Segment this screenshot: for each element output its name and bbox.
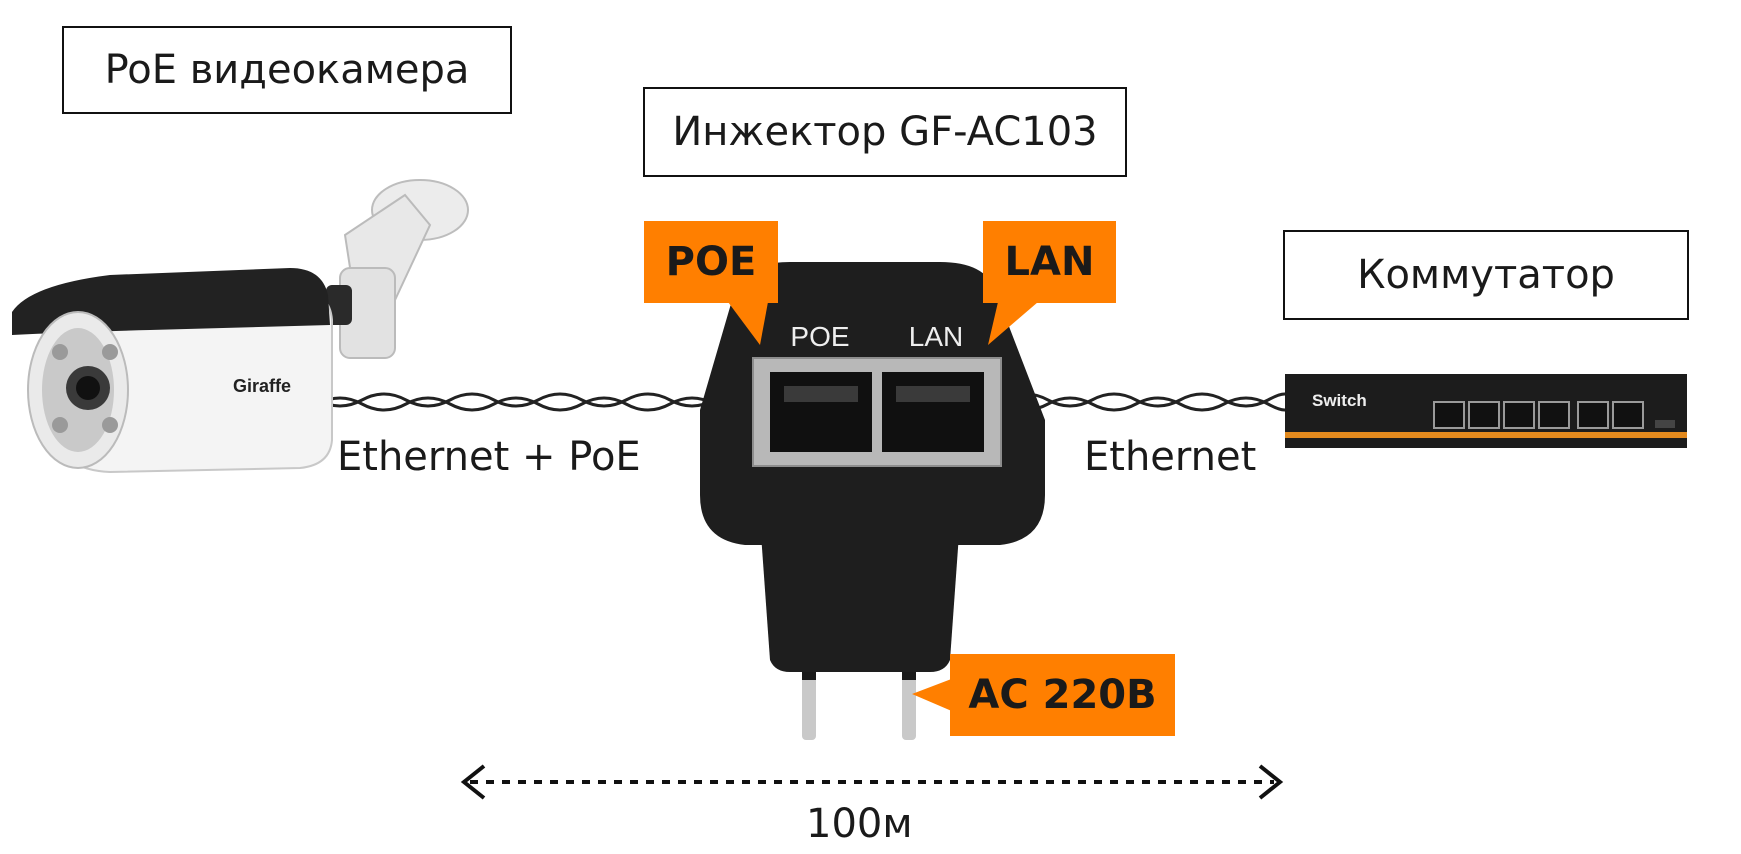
cable-label-lan: Ethernet [1084,434,1257,480]
switch-label-box: Коммутатор [1283,230,1689,320]
switch-illustration: Switch [1285,374,1687,448]
injector-illustration: POE LAN [700,262,1045,740]
tag-poe: POE [644,221,778,303]
injector-port-lan-label: LAN [909,321,963,352]
camera-illustration: Giraffe [12,179,469,474]
switch-brand: Switch [1312,391,1367,410]
cable-label-poe: Ethernet + PoE [337,434,641,480]
tag-pointers [728,302,1038,712]
distance-arrow [460,764,1284,800]
tag-ac: AC 220B [950,654,1175,736]
tag-lan: LAN [983,221,1116,303]
cable-camera-side [317,392,759,412]
injector-label-box: Инжектор GF-AC103 [643,87,1127,177]
injector-label: Инжектор GF-AC103 [672,109,1098,155]
injector-port-poe-label: POE [790,321,849,352]
camera-label: PoE видеокамера [104,47,470,93]
camera-label-box: PoE видеокамера [62,26,512,114]
switch-label: Коммутатор [1357,252,1615,298]
distance-label: 100м [806,801,913,847]
camera-brand: Giraffe [233,376,291,396]
